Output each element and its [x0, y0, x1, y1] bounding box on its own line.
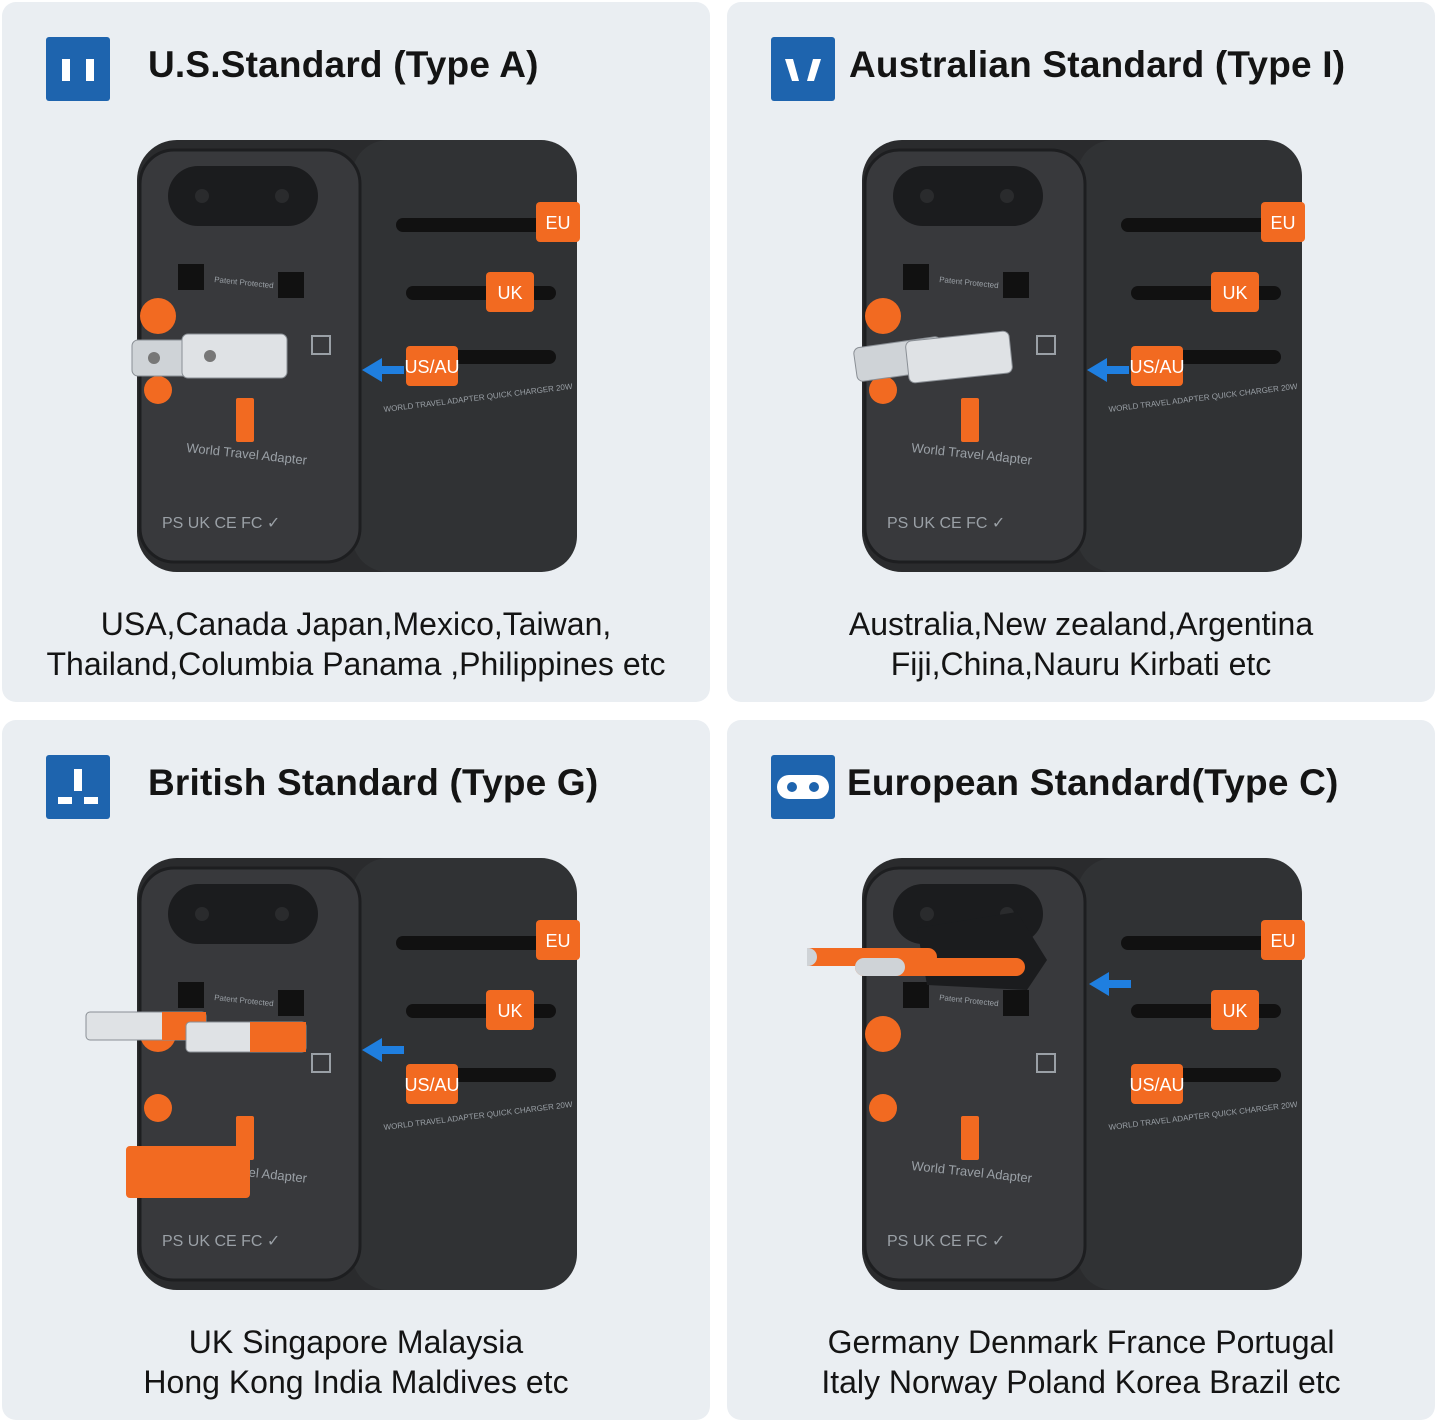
- country-list: USA,Canada Japan,Mexico,Taiwan, Thailand…: [12, 604, 700, 684]
- adapter-image-uk: [82, 840, 662, 1310]
- au-prong-icon: [905, 330, 1013, 384]
- british-plug-type-g-icon: [46, 755, 110, 819]
- us-plug-type-a-icon: [46, 37, 110, 101]
- us-prong-icon: [181, 333, 288, 379]
- country-line: Hong Kong India Maldives etc: [143, 1364, 569, 1400]
- arrow-left-icon: [362, 1038, 404, 1062]
- plug-panel-uk: British Standard (Type G) UK Singapore M…: [2, 720, 710, 1420]
- plug-panel-eu: European Standard(Type C) Germany Denmar…: [727, 720, 1435, 1420]
- country-list: UK Singapore Malaysia Hong Kong India Ma…: [12, 1322, 700, 1402]
- country-line: Fiji,China,Nauru Kirbati etc: [890, 646, 1272, 682]
- arrow-left-icon: [1087, 358, 1129, 382]
- country-line: Thailand,Columbia Panama ,Philippines et…: [46, 646, 666, 682]
- country-line: Germany Denmark France Portugal: [827, 1324, 1335, 1360]
- country-line: Australia,New zealand,Argentina: [848, 606, 1314, 642]
- panel-title: European Standard(Type C): [847, 762, 1339, 803]
- australian-plug-type-i-icon: [771, 37, 835, 101]
- arrow-left-icon: [1089, 972, 1131, 996]
- uk-earth-pin-icon: [126, 1146, 250, 1198]
- plug-panel-us: U.S.Standard (Type A) USA,Canada Japan,M…: [2, 2, 710, 702]
- panel-title: U.S.Standard (Type A): [148, 44, 539, 85]
- adapter-image-eu: [807, 840, 1387, 1310]
- country-list: Germany Denmark France Portugal Italy No…: [737, 1322, 1425, 1402]
- country-line: Italy Norway Poland Korea Brazil etc: [821, 1364, 1341, 1400]
- country-line: USA,Canada Japan,Mexico,Taiwan,: [100, 606, 612, 642]
- country-line: UK Singapore Malaysia: [188, 1324, 524, 1360]
- european-plug-type-c-icon: [771, 755, 835, 819]
- country-list: Australia,New zealand,Argentina Fiji,Chi…: [737, 604, 1425, 684]
- adapter-image-us: [82, 122, 662, 592]
- plug-panel-au: Australian Standard (Type I) Australia,N…: [727, 2, 1435, 702]
- adapter-image-au: [807, 122, 1387, 592]
- panel-title: Australian Standard (Type I): [849, 44, 1346, 85]
- panel-title: British Standard (Type G): [148, 762, 599, 803]
- arrow-left-icon: [362, 358, 404, 382]
